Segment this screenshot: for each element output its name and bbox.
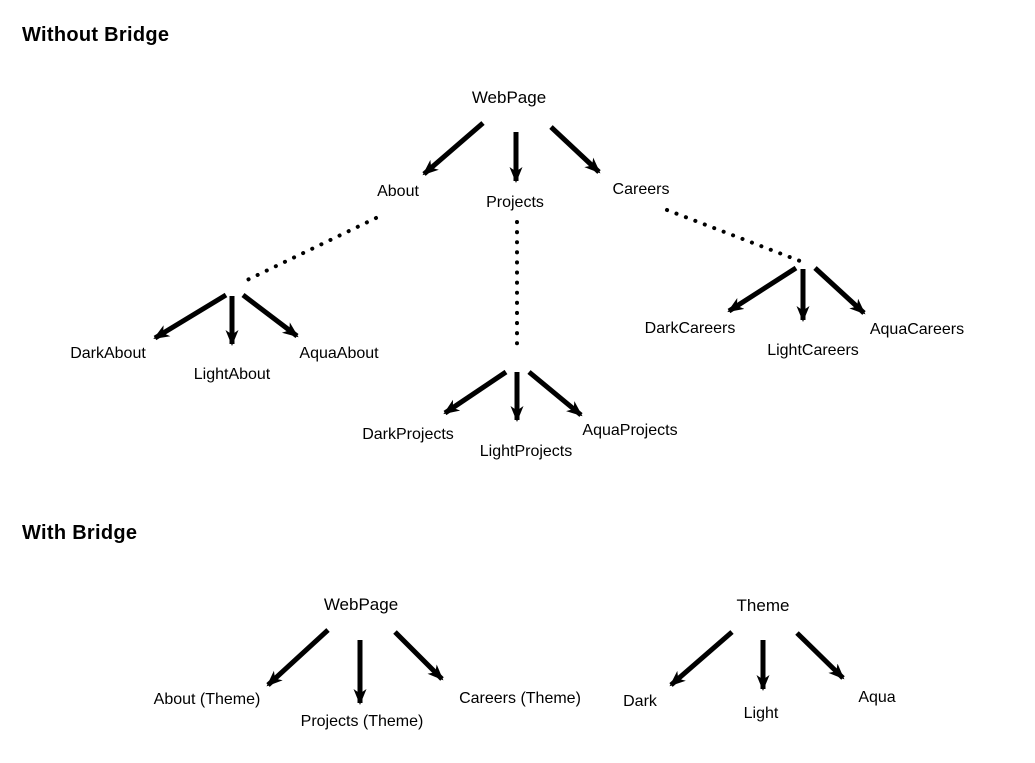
edge-theme-aqua	[795, 631, 845, 680]
node-webpage-bridge: WebPage	[323, 595, 399, 614]
node-projects: Projects	[486, 194, 544, 211]
edge-projects-darkprojects	[443, 369, 508, 416]
node-lightabout: LightAbout	[193, 366, 271, 383]
node-about: About	[377, 183, 419, 200]
node-darkcareers: DarkCareers	[644, 320, 736, 337]
node-aquacareers: AquaCareers	[869, 321, 965, 338]
edge-about-darkabout	[153, 292, 228, 341]
node-lightprojects: LightProjects	[479, 443, 573, 460]
dotted-edge-about-branch	[241, 216, 378, 284]
node-careers: Careers	[612, 181, 670, 198]
dotted-edge-careers-branch	[665, 208, 802, 263]
node-dark: Dark	[623, 693, 657, 710]
node-projects-theme: Projects (Theme)	[300, 713, 424, 730]
node-darkprojects: DarkProjects	[362, 426, 454, 443]
edge-careers-aquacareers	[813, 266, 866, 315]
node-lightcareers: LightCareers	[767, 342, 859, 359]
edge-webpage2-careers-theme	[393, 630, 444, 681]
node-webpage: WebPage	[471, 88, 547, 107]
edge-theme-dark	[669, 630, 734, 687]
edge-projects-aquaprojects	[527, 370, 583, 417]
node-aqua: Aqua	[858, 689, 896, 706]
section-heading-without-bridge: Without Bridge	[22, 24, 170, 46]
edge-webpage-careers	[549, 125, 601, 174]
edge-careers-darkcareers	[727, 265, 798, 314]
node-theme: Theme	[736, 596, 790, 615]
node-light: Light	[743, 705, 779, 722]
section-heading-with-bridge: With Bridge	[22, 522, 138, 544]
node-careers-theme: Careers (Theme)	[459, 690, 581, 707]
node-aquaabout: AquaAbout	[299, 345, 379, 362]
node-aquaprojects: AquaProjects	[582, 422, 678, 439]
edge-webpage2-about-theme	[266, 628, 330, 687]
node-about-theme: About (Theme)	[153, 691, 261, 708]
edge-about-aquaabout	[241, 293, 299, 338]
edge-webpage-about	[422, 121, 485, 176]
node-darkabout: DarkAbout	[70, 345, 146, 362]
